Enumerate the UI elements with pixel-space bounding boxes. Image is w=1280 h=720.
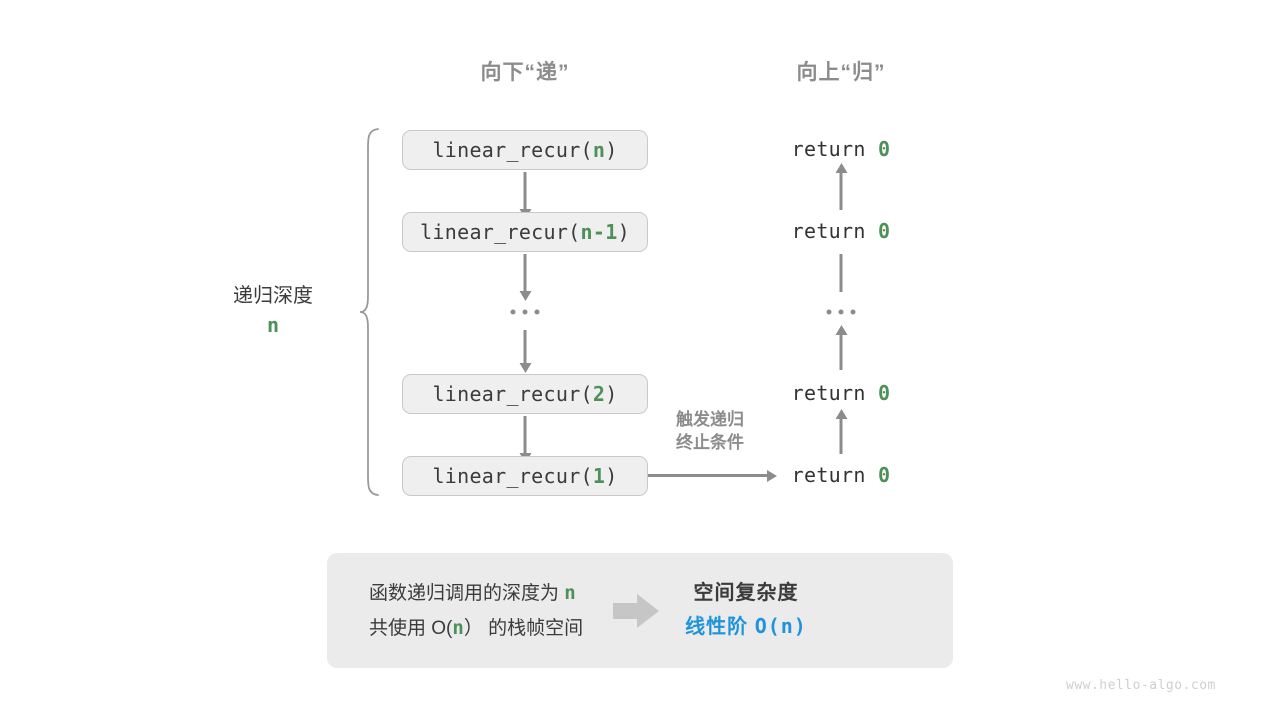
call-box-n-prefix: linear_recur( <box>432 138 593 162</box>
ellipsis-dot <box>534 309 540 315</box>
summary-line-1-text: 函数递归调用的深度为 <box>369 582 565 604</box>
summary-line-1-n: n <box>564 581 576 604</box>
return-ellipsis <box>826 309 856 315</box>
return-value: 0 <box>878 463 891 487</box>
call-box-1-arg: 1 <box>592 464 606 488</box>
summary-panel: 函数递归调用的深度为 n 共使用 O(n） 的栈帧空间 空间复杂度 线性阶 O(… <box>327 553 953 668</box>
arrow-right-base-case <box>648 474 768 477</box>
summary-complexity-value: 线性阶 O(n) <box>685 609 807 644</box>
arrow-down-1 <box>523 172 527 210</box>
column-header-descend: 向下“递” <box>480 61 570 84</box>
line-up-2 <box>839 254 843 292</box>
call-box-1: linear_recur(1) <box>402 456 648 496</box>
column-header-ascend: 向上“归” <box>796 61 886 84</box>
call-box-n-suffix: ) <box>605 138 618 162</box>
summary-line-2: 共使用 O(n） 的栈帧空间 <box>369 611 583 646</box>
return-label-base: return 0 <box>792 463 891 487</box>
summary-line-2-n: n <box>452 616 464 639</box>
summary-arrow-icon <box>613 593 660 628</box>
ellipsis-dot <box>826 309 832 315</box>
ellipsis-dot <box>850 309 856 315</box>
call-box-n-minus-1: linear_recur(n-1) <box>402 212 648 252</box>
summary-complexity-order: 线性阶 <box>685 616 755 638</box>
summary-line-2-prefix: 共使用 O( <box>369 617 453 639</box>
base-case-note-line2: 终止条件 <box>676 433 744 452</box>
call-box-1-prefix: linear_recur( <box>432 464 593 488</box>
return-keyword: return <box>791 381 866 405</box>
arrow-up-1 <box>839 172 843 210</box>
call-box-2-prefix: linear_recur( <box>432 382 593 406</box>
recursion-depth-value: n <box>266 313 280 337</box>
call-ellipsis <box>510 309 540 315</box>
arrow-up-4 <box>839 418 843 454</box>
call-box-n: linear_recur(n) <box>402 130 648 170</box>
base-case-note-line1: 触发递归 <box>676 410 744 429</box>
summary-line-1: 函数递归调用的深度为 n <box>369 576 583 611</box>
summary-arrow-head <box>637 593 660 628</box>
return-value: 0 <box>878 381 891 405</box>
recursion-depth-label: 递归深度 n <box>233 282 313 340</box>
return-label-third: return 0 <box>792 381 891 405</box>
arrow-down-3 <box>523 330 527 364</box>
return-value: 0 <box>878 137 891 161</box>
summary-right-text: 空间复杂度 线性阶 O(n) <box>685 577 807 644</box>
call-box-n1-prefix: linear_recur( <box>420 220 581 244</box>
depth-brace-icon <box>359 128 379 496</box>
depth-brace <box>358 126 386 503</box>
summary-arrow-shaft <box>613 602 640 619</box>
call-box-n1-suffix: ) <box>617 220 630 244</box>
call-box-2: linear_recur(2) <box>402 374 648 414</box>
call-box-n-arg: n <box>592 138 606 162</box>
arrow-up-3 <box>839 334 843 370</box>
base-case-note: 触发递归 终止条件 <box>676 408 744 454</box>
return-label-top: return 0 <box>792 137 891 161</box>
return-keyword: return <box>791 137 866 161</box>
summary-complexity-title: 空间复杂度 <box>693 582 799 604</box>
call-box-1-suffix: ) <box>605 464 618 488</box>
watermark: www.hello-algo.com <box>1066 678 1216 693</box>
ellipsis-dot <box>522 309 528 315</box>
return-label-second: return 0 <box>792 219 891 243</box>
return-keyword: return <box>791 463 866 487</box>
return-keyword: return <box>791 219 866 243</box>
call-box-2-arg: 2 <box>592 382 606 406</box>
arrow-down-4 <box>523 416 527 454</box>
call-box-2-suffix: ) <box>605 382 618 406</box>
call-box-n1-arg: n-1 <box>580 220 618 244</box>
summary-complexity-expr: O(n) <box>754 614 807 638</box>
recursion-depth-text: 递归深度 <box>233 285 313 307</box>
ellipsis-dot <box>510 309 516 315</box>
arrow-down-2 <box>523 254 527 292</box>
ellipsis-dot <box>838 309 844 315</box>
return-value: 0 <box>878 219 891 243</box>
summary-left-text: 函数递归调用的深度为 n 共使用 O(n） 的栈帧空间 <box>327 576 583 646</box>
summary-line-2-suffix: ） 的栈帧空间 <box>463 617 584 639</box>
